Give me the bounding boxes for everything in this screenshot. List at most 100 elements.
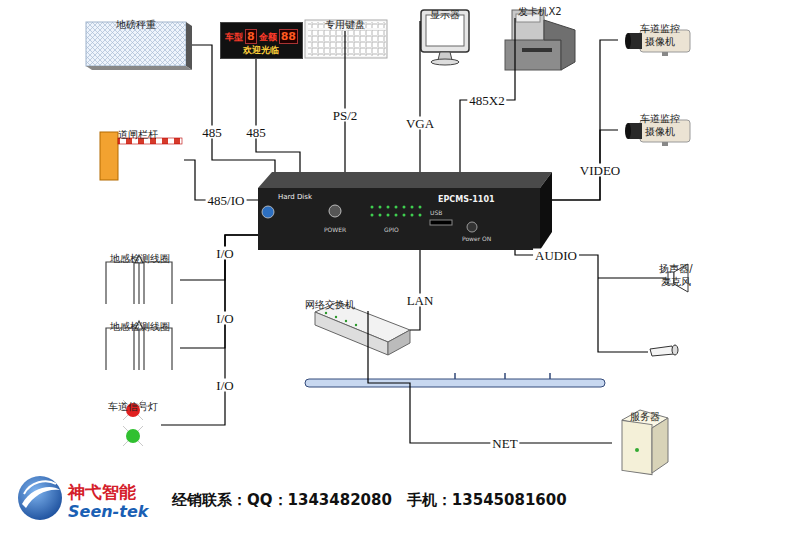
usb-port — [430, 220, 452, 225]
connector-line — [460, 18, 515, 172]
device-caption: 车道监控 摄像机 — [636, 22, 684, 48]
signal-light: 车道信号灯 — [105, 400, 161, 413]
device-caption: 扬声器/ 麦克风 — [655, 262, 697, 288]
signal-label: 485 — [200, 126, 224, 139]
device-caption: 地磅秤重 — [80, 18, 192, 31]
logo-disc — [18, 476, 62, 520]
barrier-post — [100, 132, 118, 180]
signal-label: PS/2 — [331, 109, 360, 122]
connector-line — [410, 250, 420, 330]
speaker-microphone: 扬声器/ 麦克风 — [648, 262, 704, 288]
signal-label: LAN — [405, 294, 436, 307]
dispenser-side — [544, 20, 575, 70]
signal-label: AUDIO — [533, 249, 579, 262]
speaker-wire — [598, 277, 666, 278]
switch-front — [315, 312, 388, 355]
box-side — [540, 172, 552, 250]
network-switch: 网络交换机 — [305, 298, 410, 311]
contact-note: 经销联系：QQ：1343482080 手机：13545081600 — [172, 492, 567, 509]
led-text: 8 — [245, 29, 257, 44]
camera-mount — [662, 52, 668, 56]
signal-label: VIDEO — [578, 164, 622, 177]
monitor: 显示器 — [412, 8, 478, 21]
connector-line — [256, 59, 300, 172]
logo-swoosh — [24, 481, 56, 494]
box-top — [258, 172, 552, 188]
bus-bar — [305, 379, 605, 387]
dispenser-base — [505, 40, 561, 70]
signal-label: 485/IO — [206, 194, 247, 207]
device-caption: 显示器 — [412, 8, 478, 21]
device-caption: 专用键盘 — [300, 18, 390, 31]
device-caption: 车道监控 摄像机 — [636, 112, 684, 138]
panel-text: Power ON — [462, 236, 491, 242]
connector-line — [180, 235, 258, 348]
camera-lens-front — [625, 33, 631, 49]
brand-name: Seen-tek — [68, 503, 148, 521]
loop-detector: 地感检测线圈 — [100, 320, 180, 333]
monitor-base — [431, 59, 459, 65]
connector-line — [180, 235, 258, 280]
device-caption: 发卡机X2 — [495, 5, 585, 18]
company-logo — [18, 476, 62, 520]
led-grid — [371, 206, 422, 217]
scale-side — [186, 22, 192, 70]
signal-label: NET — [490, 437, 519, 450]
box-front — [258, 188, 540, 250]
server-front — [622, 420, 652, 474]
camera: 车道监控 摄像机 — [618, 112, 702, 138]
server: 服务器 — [612, 410, 678, 423]
barrier-gate: 道闸栏杆 — [92, 128, 184, 141]
card-dispenser: 发卡机X2 — [495, 5, 585, 18]
panel-text: GPIO — [384, 227, 399, 233]
led-text: 车型 — [225, 32, 243, 43]
panel-text: USB — [430, 210, 442, 216]
device-caption: 道闸栏杆 — [92, 128, 184, 141]
signal-label: 485 — [244, 126, 268, 139]
panel-text: EPCMS-1101 — [438, 196, 495, 204]
device-caption: 地感检测线圈 — [100, 320, 180, 333]
box-logo — [262, 206, 274, 218]
signal-label: 485X2 — [467, 94, 506, 107]
keyboard: 专用键盘 — [300, 18, 390, 31]
led-text: 88 — [279, 29, 298, 44]
camera-lens-front — [625, 123, 631, 139]
scale-bottom — [86, 66, 192, 70]
scale-display: 地磅秤重 — [80, 18, 192, 31]
loop-detector: 地感检测线圈 — [100, 252, 180, 265]
brand-name: 神弋智能 — [68, 483, 136, 502]
led-text: 欢迎光临 — [224, 45, 299, 56]
connector-line — [192, 45, 275, 172]
signal-label: I/O — [214, 312, 235, 325]
panel-text: POWER — [324, 227, 346, 233]
device-caption: 车道信号灯 — [105, 400, 161, 413]
microphone-icon — [650, 345, 678, 356]
camera-mount — [662, 142, 668, 146]
led-display: 车型8金额88欢迎光临 — [220, 22, 303, 59]
dispenser-mouth — [522, 48, 552, 52]
connector-line — [368, 311, 612, 443]
signal-label: I/O — [214, 247, 235, 260]
signal-label: VGA — [404, 117, 436, 130]
box-knob — [329, 205, 341, 217]
switch-side — [388, 330, 410, 355]
controller-box: Hard Disk EPCMS-1101POWER GPIO USB Power ON — [258, 172, 552, 250]
connector-line — [161, 235, 258, 425]
device-caption: 服务器 — [612, 410, 678, 423]
panel-text: Hard Disk — [278, 194, 312, 201]
server-led — [635, 448, 639, 452]
connector-line — [344, 31, 345, 172]
server-side — [652, 418, 668, 473]
controller-box — [258, 172, 552, 250]
device-caption: 地感检测线圈 — [100, 252, 180, 265]
connector-line — [515, 250, 648, 352]
led-text: 金额 — [259, 32, 277, 43]
camera: 车道监控 摄像机 — [618, 22, 702, 48]
power-key — [467, 222, 477, 232]
signal-label: I/O — [214, 379, 235, 392]
green-light — [126, 429, 140, 443]
network-bus — [305, 373, 605, 387]
keyboard-keys — [308, 30, 386, 56]
connector-line — [419, 21, 420, 172]
